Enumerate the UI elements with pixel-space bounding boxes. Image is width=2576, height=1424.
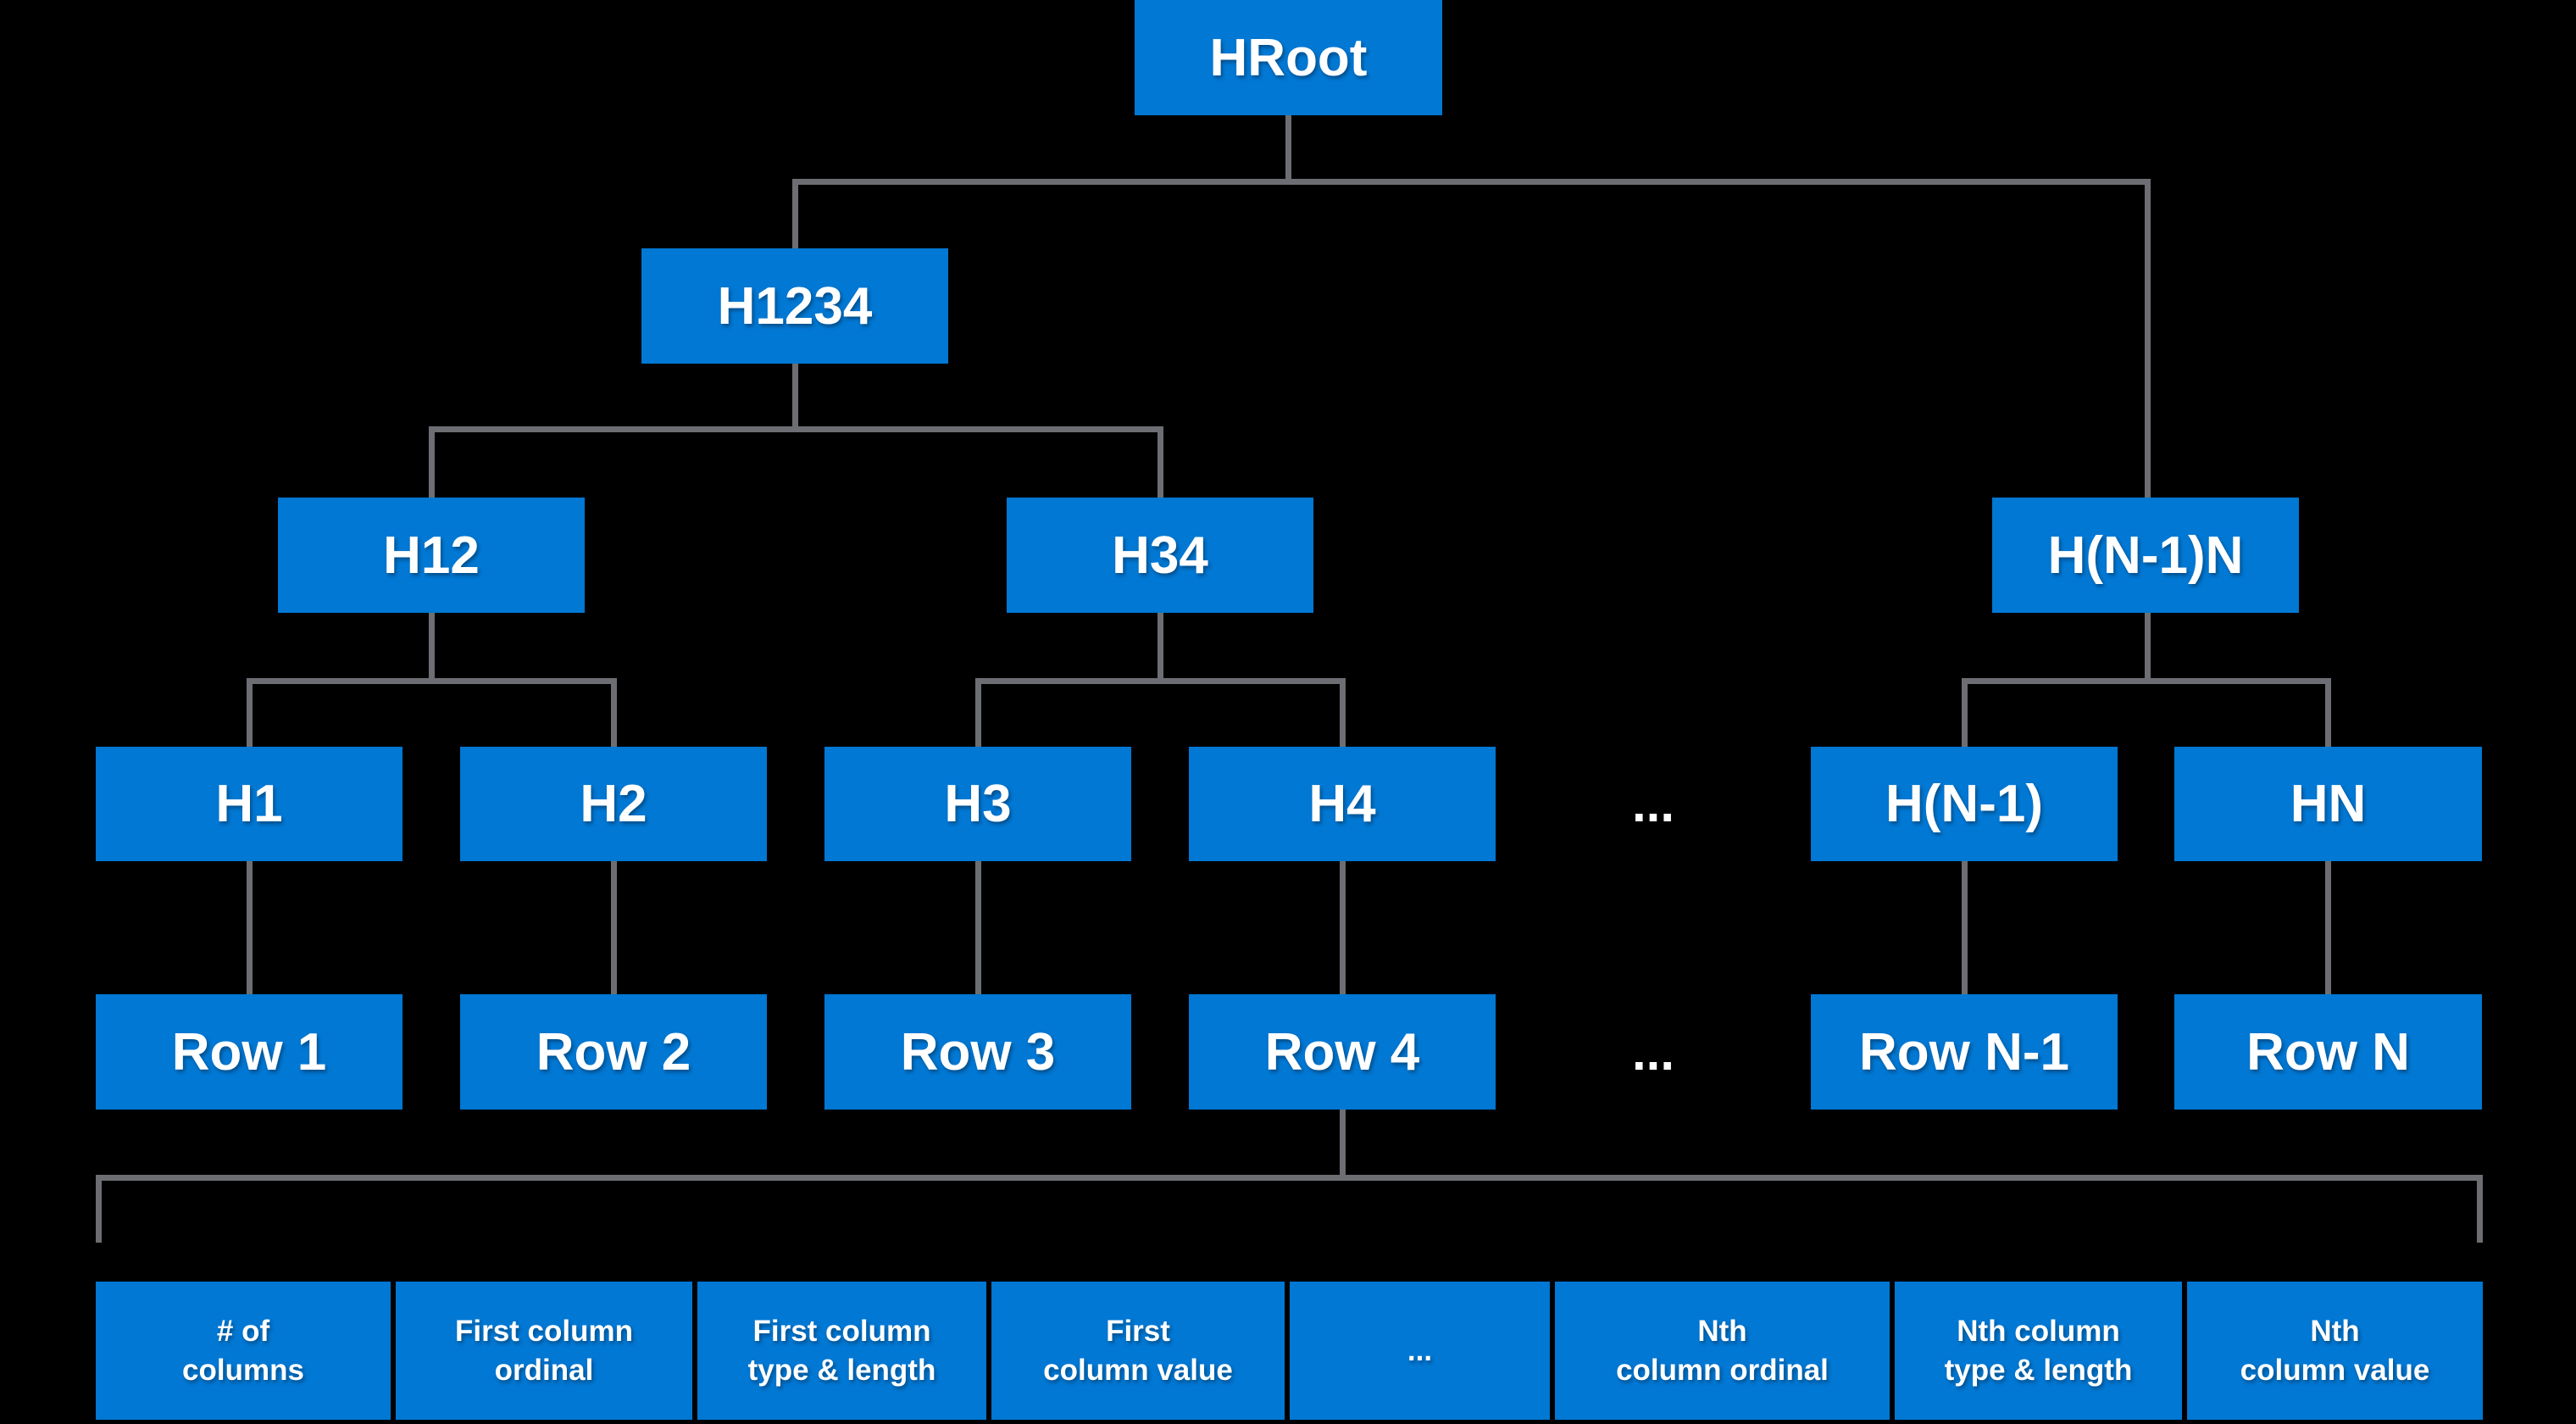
node-row2: Row 2	[460, 994, 767, 1110]
node-h34: H34	[1007, 498, 1313, 613]
record-cell-nth-ordinal: Nth column ordinal	[1555, 1282, 1890, 1420]
node-row4: Row 4	[1189, 994, 1496, 1110]
connector-hroot-stem	[1285, 115, 1291, 183]
connector-drop-h2	[611, 678, 617, 747]
node-hroot: HRoot	[1135, 0, 1442, 115]
connector-drop-h34	[1158, 426, 1163, 498]
record-cell-first-ordinal: First column ordinal	[396, 1282, 692, 1420]
connector-drop-hn1	[1962, 678, 1968, 747]
connector-drop-h1	[247, 678, 253, 747]
node-h1234: H1234	[641, 248, 948, 364]
connector-h1-row1	[247, 861, 253, 994]
connector-row4-stem	[1340, 1110, 1346, 1181]
connector-hn1n-children-horizontal	[1962, 678, 2331, 684]
connector-drop-h4	[1340, 678, 1346, 747]
node-row1: Row 1	[96, 994, 402, 1110]
node-h2: H2	[460, 747, 767, 861]
connector-h3-row3	[975, 861, 981, 994]
record-cell-first-value: First column value	[991, 1282, 1285, 1420]
connector-h12-stem	[429, 613, 435, 684]
node-hn1n: H(N-1)N	[1992, 498, 2299, 613]
connector-drop-hn	[2325, 678, 2331, 747]
connector-h4-row4	[1340, 861, 1346, 994]
record-cell-nth-value: Nth column value	[2187, 1282, 2483, 1420]
connector-h1234-stem	[792, 364, 798, 432]
record-cell-nth-type-length: Nth column type & length	[1895, 1282, 2182, 1420]
node-rown1: Row N-1	[1811, 994, 2118, 1110]
connector-level2-horizontal	[429, 426, 1163, 432]
record-cell-num-columns: # of columns	[96, 1282, 391, 1420]
node-row3: Row 3	[824, 994, 1131, 1110]
node-h3: H3	[824, 747, 1131, 861]
connector-drop-h3	[975, 678, 981, 747]
node-hn1: H(N-1)	[1811, 747, 2118, 861]
connector-hn-rown	[2325, 861, 2331, 994]
connector-h34-stem	[1158, 613, 1163, 684]
connector-level1-horizontal	[792, 179, 2151, 185]
ellipsis-header-level: ...	[1631, 775, 1674, 832]
connector-h12-children-horizontal	[247, 678, 617, 684]
record-cell-first-type-length: First column type & length	[697, 1282, 986, 1420]
node-rown: Row N	[2174, 994, 2482, 1110]
connector-drop-hn1n	[2145, 179, 2151, 498]
connector-drop-h12	[429, 426, 435, 498]
connector-drop-h1234	[792, 179, 798, 248]
connector-h2-row2	[611, 861, 617, 994]
record-cell-ellipsis: ...	[1290, 1282, 1550, 1420]
node-h12: H12	[278, 498, 585, 613]
ellipsis-row-level: ...	[1631, 1023, 1674, 1081]
node-hn: HN	[2174, 747, 2482, 861]
connector-record-bracket-right-tick	[2477, 1175, 2483, 1243]
connector-record-bracket-horizontal	[96, 1175, 2483, 1181]
connector-h34-children-horizontal	[975, 678, 1346, 684]
connector-record-bracket-left-tick	[96, 1175, 102, 1243]
connector-hn1n-stem	[2145, 613, 2151, 684]
node-h1: H1	[96, 747, 402, 861]
node-h4: H4	[1189, 747, 1496, 861]
connector-hn1-rown1	[1962, 861, 1968, 994]
